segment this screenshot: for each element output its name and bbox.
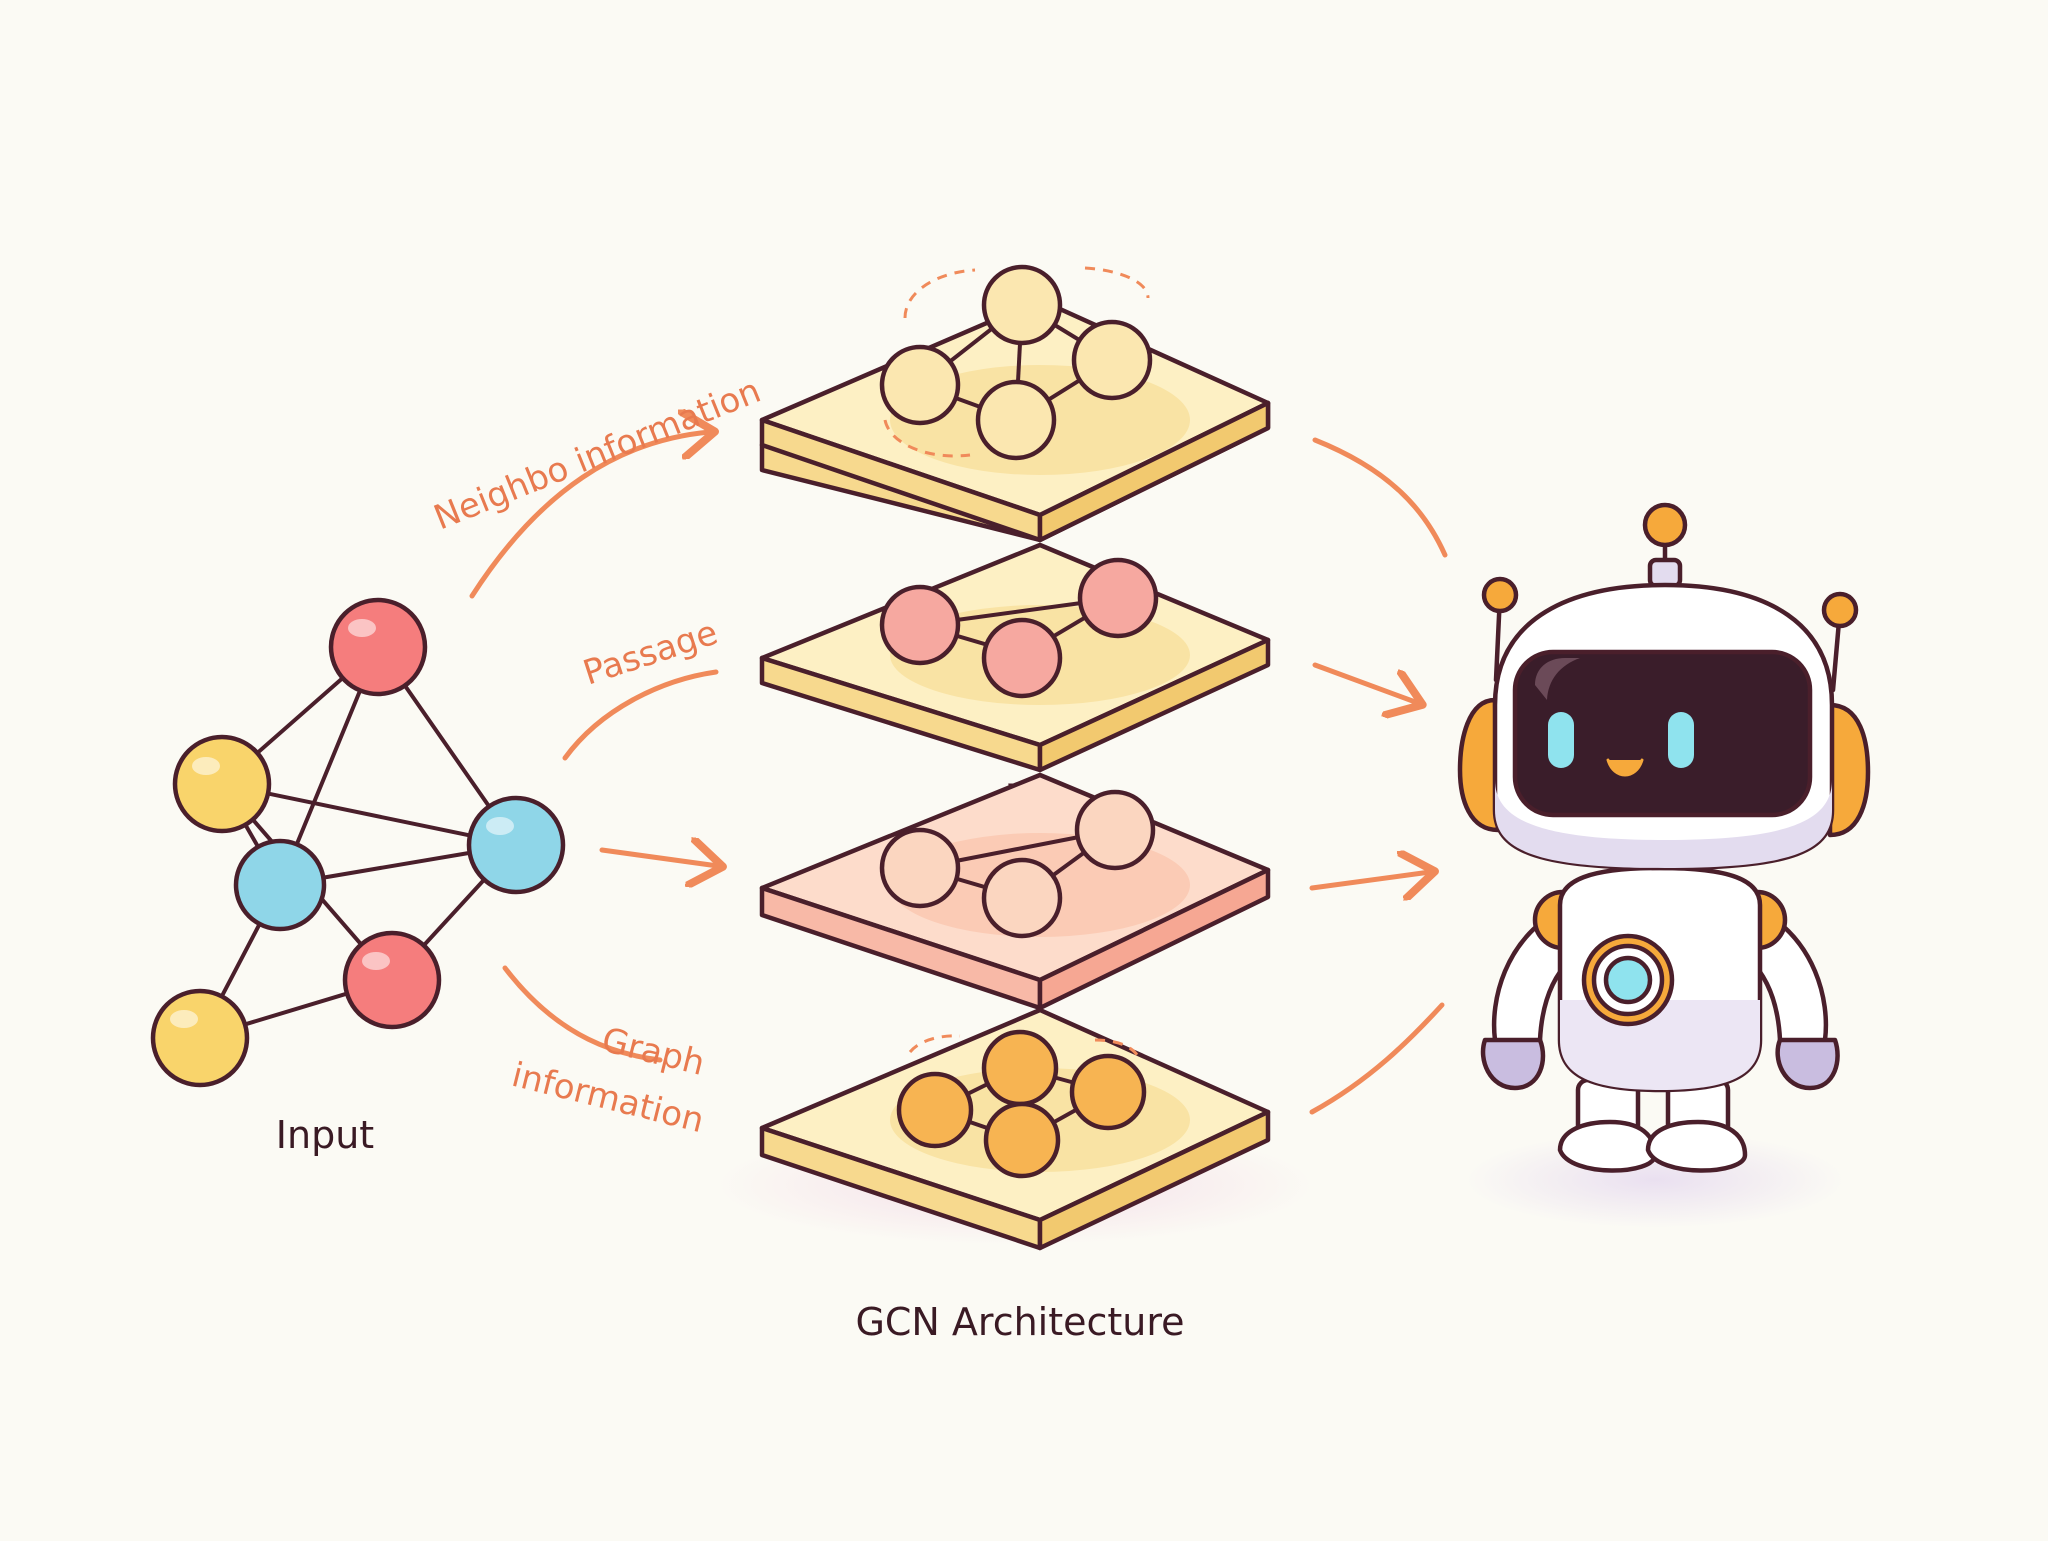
graph-node-icon [879,827,961,909]
graph-node-icon [466,795,566,895]
passage-label: Passage [578,613,722,694]
graph-node-icon [1074,789,1156,871]
input-label: Input [276,1113,374,1157]
arrow-icon [1312,437,1448,558]
graph-node-icon [150,988,250,1088]
graph-node-icon [1071,319,1153,401]
architecture-label: GCN Architecture [855,1300,1184,1344]
layer-2-nodes [879,557,1159,699]
graph-node-icon [896,1071,974,1149]
graph-node-icon [981,1029,1059,1107]
graph-node-icon [879,344,961,426]
arrow-icon [1309,872,1430,888]
arrow-icon [562,669,719,761]
graph-node-icon [981,857,1063,939]
graph-node-icon [233,838,327,932]
graph-node-icon [1077,557,1159,639]
graph-node-icon [981,617,1063,699]
input-nodes [150,597,566,1088]
layer-1-nodes [879,264,1153,461]
layer-4-nodes [896,1029,1147,1179]
gcn-stack [715,264,1315,1251]
layer-3-nodes [879,789,1156,939]
arrow-icon [1312,662,1418,703]
arrow-icon [599,850,718,866]
arrows [469,432,1448,1115]
graph-node-icon [342,930,442,1030]
graph-node-icon [328,597,428,697]
arrow-icon [469,432,710,599]
graph-information-label-line1: Graph [598,1020,709,1084]
arrow-icon [502,965,663,1063]
graph-node-icon [981,264,1063,346]
graph-node-icon [172,734,272,834]
graph-node-icon [1069,1053,1147,1131]
robot-icon [1457,502,1871,1228]
neighbor-information-label: Neighbo information [428,371,766,539]
graph-node-icon [975,379,1057,461]
graph-node-icon [879,584,961,666]
arrow-icon [1309,1002,1445,1115]
graph-node-icon [983,1101,1061,1179]
edge [220,782,518,847]
